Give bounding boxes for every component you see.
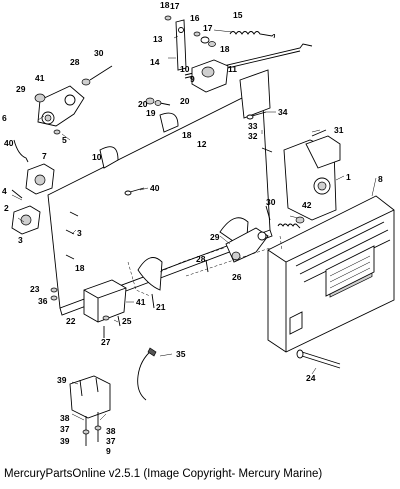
callout-37-a: 39 [60, 436, 70, 446]
callout-19: 20 [180, 96, 190, 106]
right-bracket [239, 69, 271, 119]
callout-20-b: 18 [182, 130, 192, 140]
callout-10-a: 10 [180, 64, 190, 74]
throttle-rod [184, 43, 313, 76]
callout-18-b: 18 [220, 44, 230, 54]
callout-32: 31 [334, 125, 344, 135]
callout-28-b: 41 [35, 73, 45, 83]
wire-lead [13, 139, 29, 163]
callout-15: 15 [233, 10, 243, 20]
callout-5: 7 [42, 151, 47, 161]
callout-16: 16 [190, 13, 200, 23]
bottom-bracket [69, 375, 111, 419]
callout-39-b: 38 [106, 426, 116, 436]
callout-17-a: 17 [170, 1, 180, 11]
callout-30-b: 42 [302, 200, 312, 210]
copyright-caption: MercuryPartsOnline v2.5.1 (Image Copyrig… [4, 468, 323, 480]
callout-38-a: 37 [60, 424, 70, 434]
callout-21: 22 [66, 316, 76, 326]
spring [229, 31, 276, 39]
callout-40-b: 30 [266, 197, 276, 207]
callout-27: 35 [176, 349, 186, 359]
callout-6: 40 [4, 138, 14, 148]
callout-30-a: 30 [94, 48, 104, 58]
callout-40-a: 5 [62, 135, 67, 145]
callout-35: 24 [306, 373, 316, 383]
spring-right [277, 223, 301, 229]
exploded-parts-diagram: 18 17 16 15 17 18 13 14 10 9 11 30 28 29… [2, 0, 395, 456]
callout-8: 40 [150, 183, 160, 193]
callout-9-a: 9 [190, 74, 195, 84]
callout-36: 39 [57, 375, 67, 385]
callout-28-c: 26 [232, 272, 242, 282]
callout-20-a: 19 [146, 108, 156, 118]
callout-13: 13 [153, 34, 163, 44]
callout-11: 11 [228, 64, 237, 74]
callout-24: 23 [30, 284, 40, 294]
relay [83, 279, 127, 323]
callout-23: 36 [38, 296, 48, 306]
callout-28-a: 28 [70, 57, 80, 67]
callout-3-a: 3 [77, 228, 82, 238]
callout-7: 4 [2, 186, 7, 196]
callout-2: 3 [18, 235, 23, 245]
callout-39-a: 38 [60, 413, 70, 423]
callout-41-a: 6 [2, 113, 7, 123]
callout-9-b: 10 [92, 152, 102, 162]
callout-26: 25 [122, 316, 132, 326]
callout-18-c: 20 [138, 99, 148, 109]
callout-17-b: 17 [203, 23, 213, 33]
callout-41-b: 21 [156, 302, 166, 312]
callout-1: 8 [378, 174, 383, 184]
plate-bracket [137, 257, 163, 291]
callout-38-b: 37 [106, 436, 116, 446]
callout-18-d: 12 [197, 139, 207, 149]
callout-22: 27 [101, 337, 111, 347]
callout-25: 41 [136, 297, 146, 307]
callout-14: 14 [150, 57, 160, 67]
callout-3-b: 18 [75, 263, 85, 273]
callout-12: 34 [278, 107, 288, 117]
callout-31: 1 [346, 172, 351, 182]
callout-29-b: 28 [196, 254, 206, 264]
callout-18-a: 18 [160, 0, 170, 10]
callouts: 18 17 16 15 17 18 13 14 10 9 11 30 28 29… [2, 0, 383, 456]
callout-37-b: 9 [106, 446, 111, 456]
link-arm [175, 19, 187, 71]
callout-29-a: 29 [16, 84, 26, 94]
callout-42: 29 [210, 232, 220, 242]
cable [137, 349, 153, 401]
callout-33: 32 [248, 131, 258, 141]
callout-34: 33 [248, 121, 258, 131]
callout-4: 2 [4, 203, 9, 213]
